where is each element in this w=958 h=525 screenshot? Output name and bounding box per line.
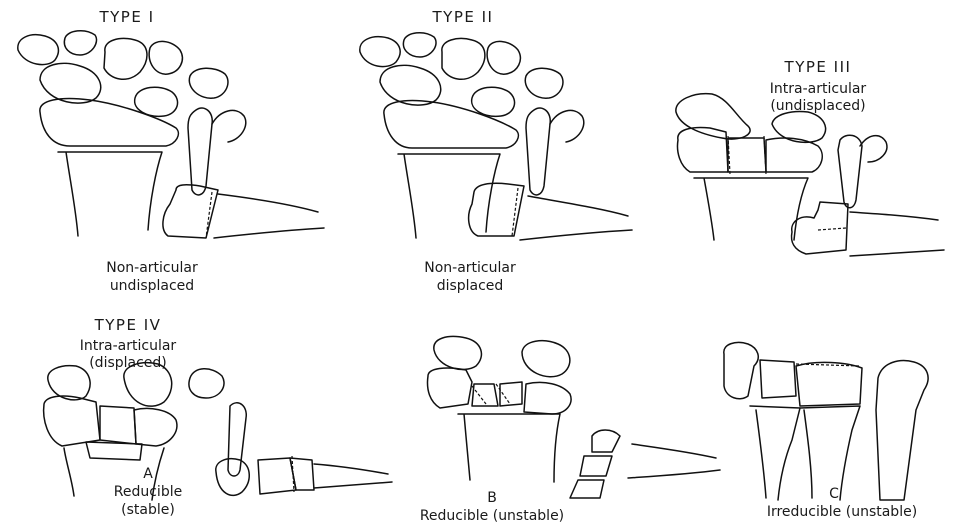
type-2-title: TYPE II bbox=[432, 8, 494, 26]
type-4b-wrist-drawing bbox=[428, 337, 721, 499]
type-3-wrist-drawing bbox=[676, 94, 944, 256]
type-4a-caption-line-2: (stable) bbox=[121, 502, 175, 518]
type-4b-letter: B bbox=[487, 490, 497, 506]
type-4-caption-line-1: Intra-articular bbox=[80, 338, 177, 354]
type-1-caption-line-1: Non-articular bbox=[106, 260, 198, 276]
type-4a-caption-line-1: Reducible bbox=[114, 484, 182, 500]
panel-type-1: TYPE I Non-articular undisplaced bbox=[18, 8, 324, 294]
type-3-caption-line-1: Intra-articular bbox=[770, 81, 867, 97]
type-3-caption-line-2: (undisplaced) bbox=[770, 98, 865, 114]
panel-type-4a: A Reducible (stable) bbox=[44, 363, 392, 518]
panel-type-2: TYPE II Non-articular displaced bbox=[360, 8, 632, 294]
type-4b-caption-line-1: Reducible (unstable) bbox=[420, 508, 564, 524]
type-3-title: TYPE III bbox=[784, 58, 852, 76]
type-4c-wrist-drawing bbox=[724, 342, 928, 500]
type-2-caption-line-1: Non-articular bbox=[424, 260, 516, 276]
type-2-caption-line-2: displaced bbox=[437, 278, 504, 294]
panel-type-4b: B Reducible (unstable) bbox=[420, 337, 720, 525]
type-4-title: TYPE IV bbox=[94, 316, 162, 334]
type-4a-wrist-drawing bbox=[44, 363, 392, 500]
panel-type-3: TYPE III Intra-articular (undisplaced) bbox=[676, 58, 944, 256]
type-1-caption-line-2: undisplaced bbox=[110, 278, 194, 294]
type-1-wrist-drawing bbox=[18, 31, 324, 238]
type-1-title: TYPE I bbox=[98, 8, 154, 26]
type-4c-caption-line-1: Irreducible (unstable) bbox=[767, 504, 917, 520]
type-4c-letter: C bbox=[829, 486, 839, 502]
type-4a-letter: A bbox=[143, 466, 153, 482]
panel-type-4: TYPE IV Intra-articular (displaced) bbox=[80, 316, 177, 371]
type-2-wrist-drawing bbox=[360, 33, 632, 240]
panel-type-4c: C Irreducible (unstable) bbox=[724, 342, 928, 520]
